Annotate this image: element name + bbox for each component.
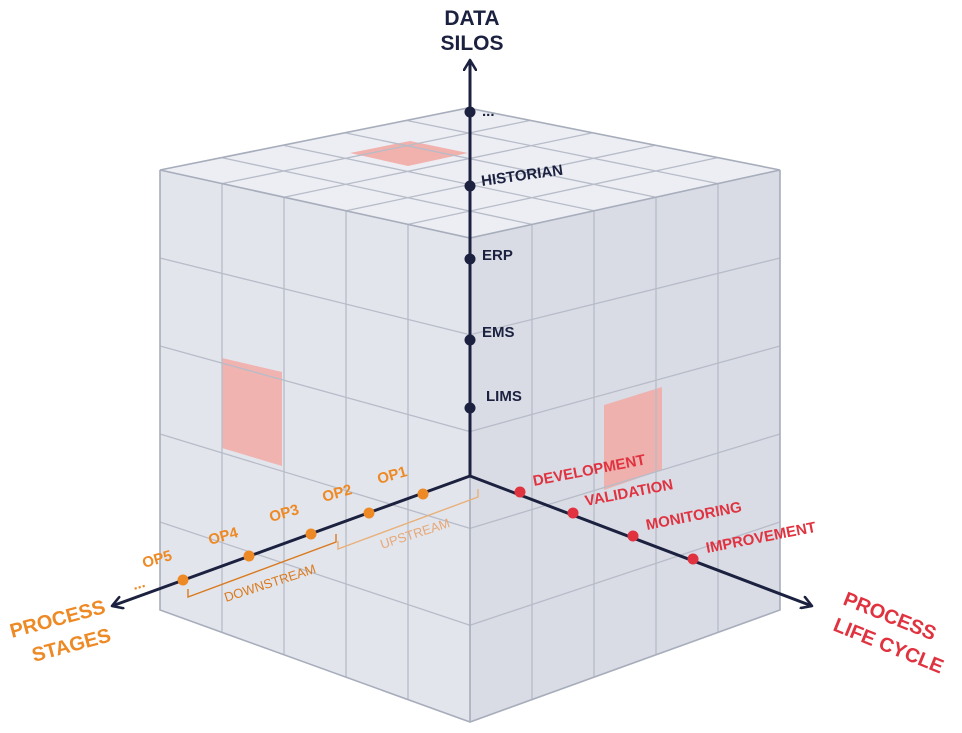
lifecycle-point-monitoring — [627, 530, 639, 542]
grid-line — [344, 132, 657, 198]
grid-line — [159, 257, 471, 336]
stage-point-op4 — [243, 550, 255, 562]
grid-line — [469, 521, 781, 626]
stage-point-op5 — [177, 574, 189, 586]
silo-label-erp: ERP — [482, 247, 513, 264]
stage-label-more: ... — [130, 574, 147, 594]
grid-line — [469, 345, 781, 433]
cube-grid-lines — [159, 119, 781, 700]
lifecycle-point-improvement — [687, 553, 699, 565]
stage-point-op1 — [417, 488, 429, 500]
silo-point-erp — [464, 253, 476, 265]
process-stages-axis — [112, 474, 471, 606]
grid-line — [283, 132, 593, 198]
grid-line — [221, 156, 533, 226]
stage-point-op3 — [305, 528, 317, 540]
silo-label-ems: EMS — [482, 324, 515, 341]
lifecycle-point-development — [514, 486, 526, 498]
grid-line — [469, 257, 781, 336]
highlight-cell-top — [350, 141, 468, 166]
silo-label-more: ... — [482, 103, 495, 120]
silo-point-lims — [464, 402, 476, 414]
grid-line — [406, 119, 719, 185]
grid-line — [345, 144, 656, 212]
process-life-cycle-axis — [469, 474, 812, 606]
lifecycle-point-validation — [567, 507, 579, 519]
grid-line — [221, 119, 531, 185]
upstream-bracket — [337, 489, 479, 551]
silo-label-lims: LIMS — [486, 388, 522, 405]
grid-line — [159, 345, 471, 433]
cube-left-face — [160, 170, 470, 722]
downstream-bracket — [187, 534, 337, 599]
grid-line — [283, 144, 595, 212]
silo-point-historian — [464, 180, 476, 192]
grid-line — [159, 433, 471, 530]
grid-line — [469, 433, 781, 530]
highlight-cell-left — [222, 358, 282, 466]
stage-point-op2 — [363, 507, 375, 519]
grid-line — [159, 521, 471, 626]
data-silos-title-line1: DATA — [444, 7, 499, 30]
silo-point-ems — [464, 334, 476, 346]
highlight-cell-right — [604, 387, 662, 490]
grid-line — [407, 156, 718, 226]
data-silos-title-line2: SILOS — [440, 32, 503, 55]
silo-point-more — [464, 106, 476, 118]
